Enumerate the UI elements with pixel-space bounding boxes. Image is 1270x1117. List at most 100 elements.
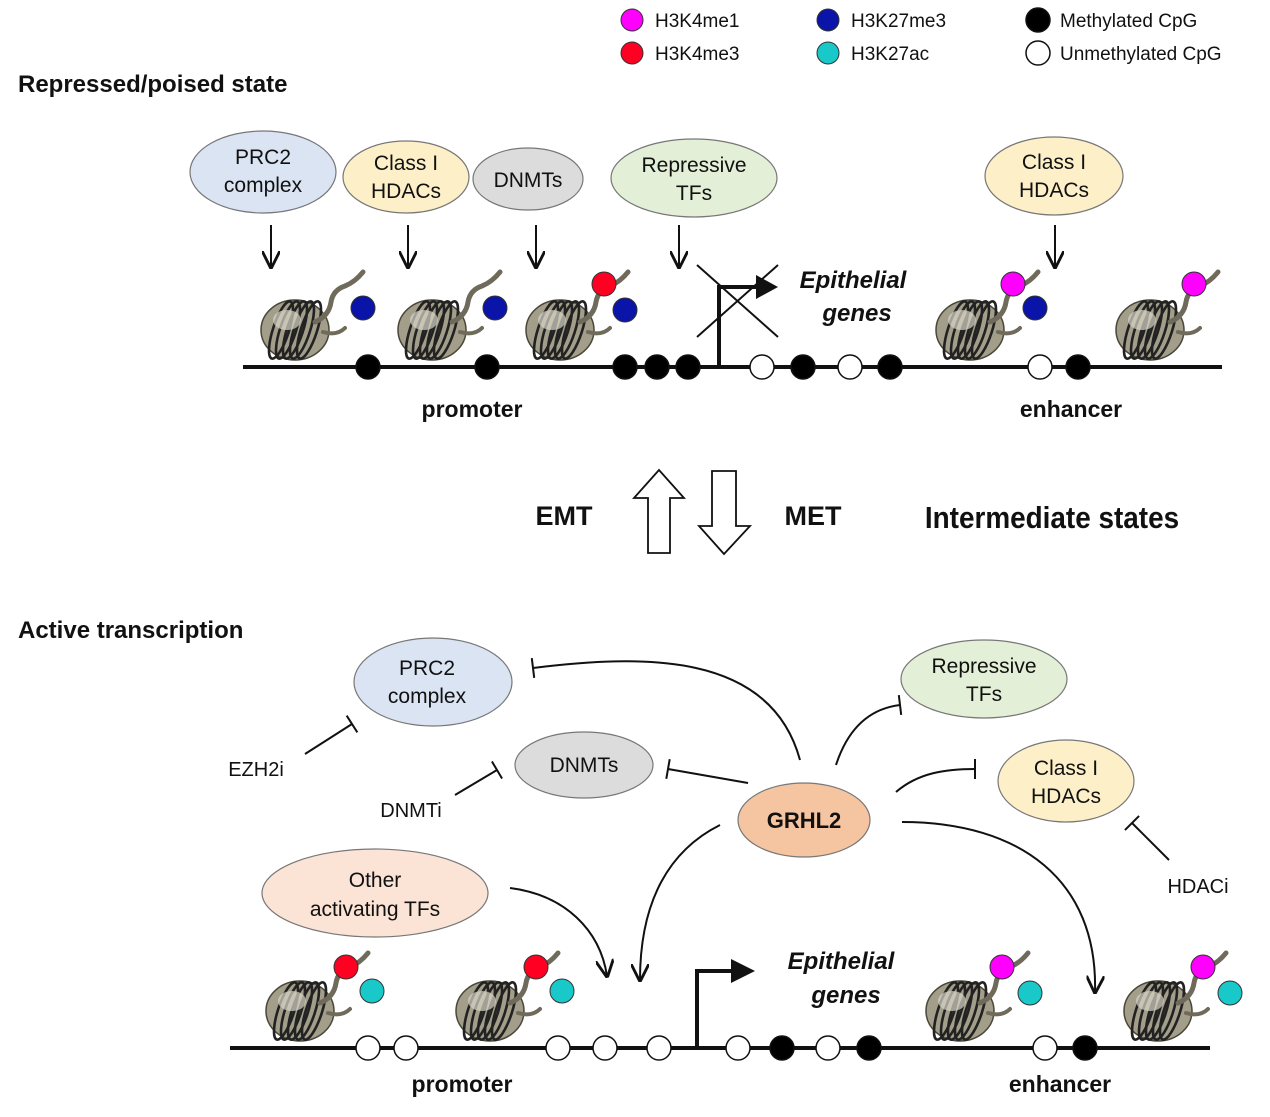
top-dnmts-oval: DNMTs <box>472 147 584 211</box>
methylated-cpg <box>856 1035 882 1061</box>
top-reptfs-line2: TFs <box>676 182 712 205</box>
unmethylated-cpg <box>592 1035 618 1061</box>
dnmti-label: DNMTi <box>380 800 441 822</box>
top-enhancer-label: enhancer <box>1020 396 1122 422</box>
other-tfs-to-promoter <box>509 887 607 976</box>
dna-wrap <box>1130 981 1158 1041</box>
top-tss-arrowhead <box>756 275 778 299</box>
histone-mark-h3k27ac <box>549 978 575 1004</box>
bottom-tss-active <box>695 959 755 1048</box>
bottom-prc2-line1: PRC2 <box>399 657 455 680</box>
hdaci-inhibits-hdacs <box>1124 815 1170 861</box>
methylated-cpg <box>612 354 638 380</box>
legend-h3k27me3-label: H3K27me3 <box>851 11 946 32</box>
unmethylated-cpg <box>646 1035 672 1061</box>
methylated-cpg <box>675 354 701 380</box>
grhl2-inhibits-prc2 <box>530 657 801 761</box>
unmethylated-cpg <box>545 1035 571 1061</box>
histone-mark-h3k4me1 <box>989 954 1015 980</box>
ezh2i-inhibits-prc2 <box>304 715 359 755</box>
dna-wrap <box>272 981 300 1041</box>
histone-tail <box>586 326 612 336</box>
histone-mark-h3k27ac <box>359 978 385 1004</box>
top-genes-line1: Epithelial <box>800 267 908 294</box>
dna-wrap <box>932 981 960 1041</box>
top-tss-arrow <box>717 285 760 367</box>
unmethylated-cpg <box>749 354 775 380</box>
grhl2-to-promoter <box>640 824 721 980</box>
legend-h3k27ac-label: H3K27ac <box>851 44 929 65</box>
bottom-dnmts-oval: DNMTs <box>514 731 654 799</box>
top-promoter-label: promoter <box>422 396 523 422</box>
methylated-cpg <box>877 354 903 380</box>
bottom-reptfs-line2: TFs <box>966 683 1002 706</box>
top-reptfs-shape <box>610 138 778 218</box>
legend-h3k27ac-dot <box>816 41 840 65</box>
legend-h3k4me3-dot <box>620 41 644 65</box>
bottom-prc2-shape <box>353 637 513 727</box>
intermediate-states-label: Intermediate states <box>925 501 1179 536</box>
legend-h3k4me3-label: H3K4me3 <box>655 44 740 65</box>
top-reptfs-oval: Repressive TFs <box>610 138 778 218</box>
histone-tail <box>449 269 503 325</box>
bottom-promoter-label: promoter <box>412 1071 513 1097</box>
nucleosome <box>935 269 1048 361</box>
histone-highlight <box>278 991 306 1011</box>
histone-highlight <box>538 310 566 330</box>
histone-tail <box>326 1007 352 1017</box>
dna-wrap <box>432 300 460 360</box>
top-prc2-shape <box>189 130 337 214</box>
top-hdac2-line1: Class I <box>1022 151 1086 174</box>
grhl2-inhibits-reptfs <box>835 694 903 766</box>
bottom-panel-title: Active transcription <box>18 617 243 644</box>
dna-wrap <box>490 981 518 1041</box>
histone-highlight <box>410 310 438 330</box>
top-prc2-line1: PRC2 <box>235 146 291 169</box>
histone-mark-h3k4me1 <box>1181 271 1207 297</box>
legend: H3K4me1 H3K4me3 H3K27me3 H3K27ac Methyla… <box>620 7 1222 66</box>
nucleosome <box>525 269 638 361</box>
bottom-other-line2: activating TFs <box>310 898 440 921</box>
top-nucleosomes <box>260 269 1221 361</box>
hdaci-label: HDACi <box>1167 876 1228 898</box>
histone-highlight <box>938 991 966 1011</box>
grhl2-shape <box>737 782 871 858</box>
dna-wrap <box>462 981 490 1041</box>
histone-tail <box>516 1007 542 1017</box>
histone-mark-h3k4me3 <box>333 954 359 980</box>
nucleosome <box>265 950 385 1042</box>
histone-mark-h3k27ac <box>1217 980 1243 1006</box>
nucleosome <box>925 950 1043 1042</box>
nucleosome <box>260 269 376 361</box>
bottom-prc2-line2: complex <box>388 685 467 708</box>
top-genes-line2: genes <box>821 300 891 327</box>
histone-mark-h3k4me3 <box>523 954 549 980</box>
bottom-hdacs-line2: HDACs <box>1031 785 1101 808</box>
grhl2-label: GRHL2 <box>767 808 842 833</box>
histone-highlight <box>468 991 496 1011</box>
methylated-cpg <box>355 354 381 380</box>
top-cpg-sites <box>355 354 1091 380</box>
top-hdac1-line2: HDACs <box>371 180 441 203</box>
methylated-cpg <box>474 354 500 380</box>
top-hdac2-oval: Class I HDACs <box>984 136 1124 216</box>
histone-mark-h3k27me3 <box>612 297 638 323</box>
met-arrow <box>696 470 753 556</box>
bottom-nucleosomes <box>265 950 1243 1042</box>
ezh2i-label: EZH2i <box>228 759 284 781</box>
dna-wrap <box>970 300 998 360</box>
bottom-tss-arrowhead <box>731 959 755 983</box>
nucleosome <box>397 269 508 361</box>
dna-wrap <box>942 300 970 360</box>
unmethylated-cpg <box>393 1035 419 1061</box>
top-dnmts-label: DNMTs <box>494 169 563 192</box>
top-hdac2-line2: HDACs <box>1019 179 1089 202</box>
histone-mark-h3k27ac <box>1017 980 1043 1006</box>
histone-tail <box>312 269 366 325</box>
legend-methylated-label: Methylated CpG <box>1060 11 1197 32</box>
dna-wrap <box>295 300 323 360</box>
top-hdac2-shape <box>984 136 1124 216</box>
top-tss-blocked <box>696 264 779 367</box>
emt-label: EMT <box>536 501 594 531</box>
histone-tail <box>996 326 1022 336</box>
